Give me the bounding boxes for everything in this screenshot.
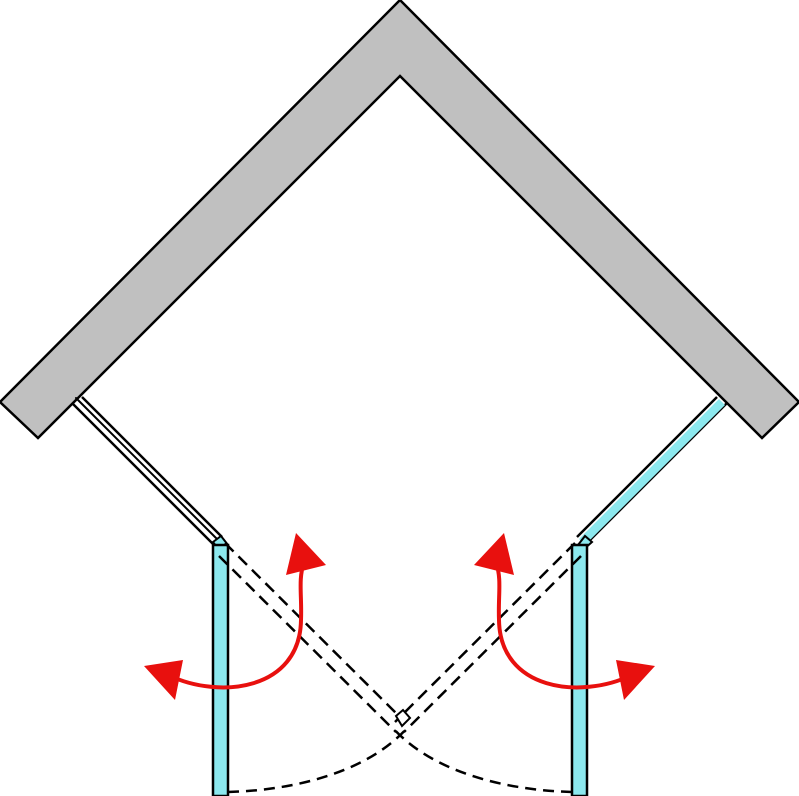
left-arrow-head-left [144, 660, 183, 700]
corner-wall [0, 0, 799, 440]
left-fixed-glass-panel [75, 397, 220, 542]
left-arrow-head-up [286, 533, 326, 575]
left-door-open-position [218, 542, 406, 733]
left-door-swing-arc [227, 726, 409, 794]
left-open-edge-a [224, 542, 406, 723]
right-arrow-head-up [474, 533, 514, 575]
right-door-swing-arc [391, 726, 573, 794]
right-open-edge-b [403, 555, 582, 733]
right-open-edge-a [394, 542, 576, 723]
right-door-open-position [394, 542, 582, 733]
left-door-panel [211, 543, 230, 796]
right-door-arrow [474, 533, 655, 700]
left-open-edge-b [218, 555, 397, 733]
right-arrow-head-right [616, 660, 655, 700]
curved-double-arrow-icon [166, 560, 306, 690]
right-fixed-glass-panel [579, 399, 725, 545]
right-fixed-panel-edge-inner [576, 396, 718, 538]
left-fixed-panel-edge-inner [81, 396, 223, 538]
right-door-panel [570, 543, 589, 796]
left-door-arrow [144, 533, 326, 700]
curved-double-arrow-icon [494, 560, 634, 690]
left-fixed-panel-edge [71, 402, 215, 546]
open-doors-meeting-point [394, 708, 412, 728]
